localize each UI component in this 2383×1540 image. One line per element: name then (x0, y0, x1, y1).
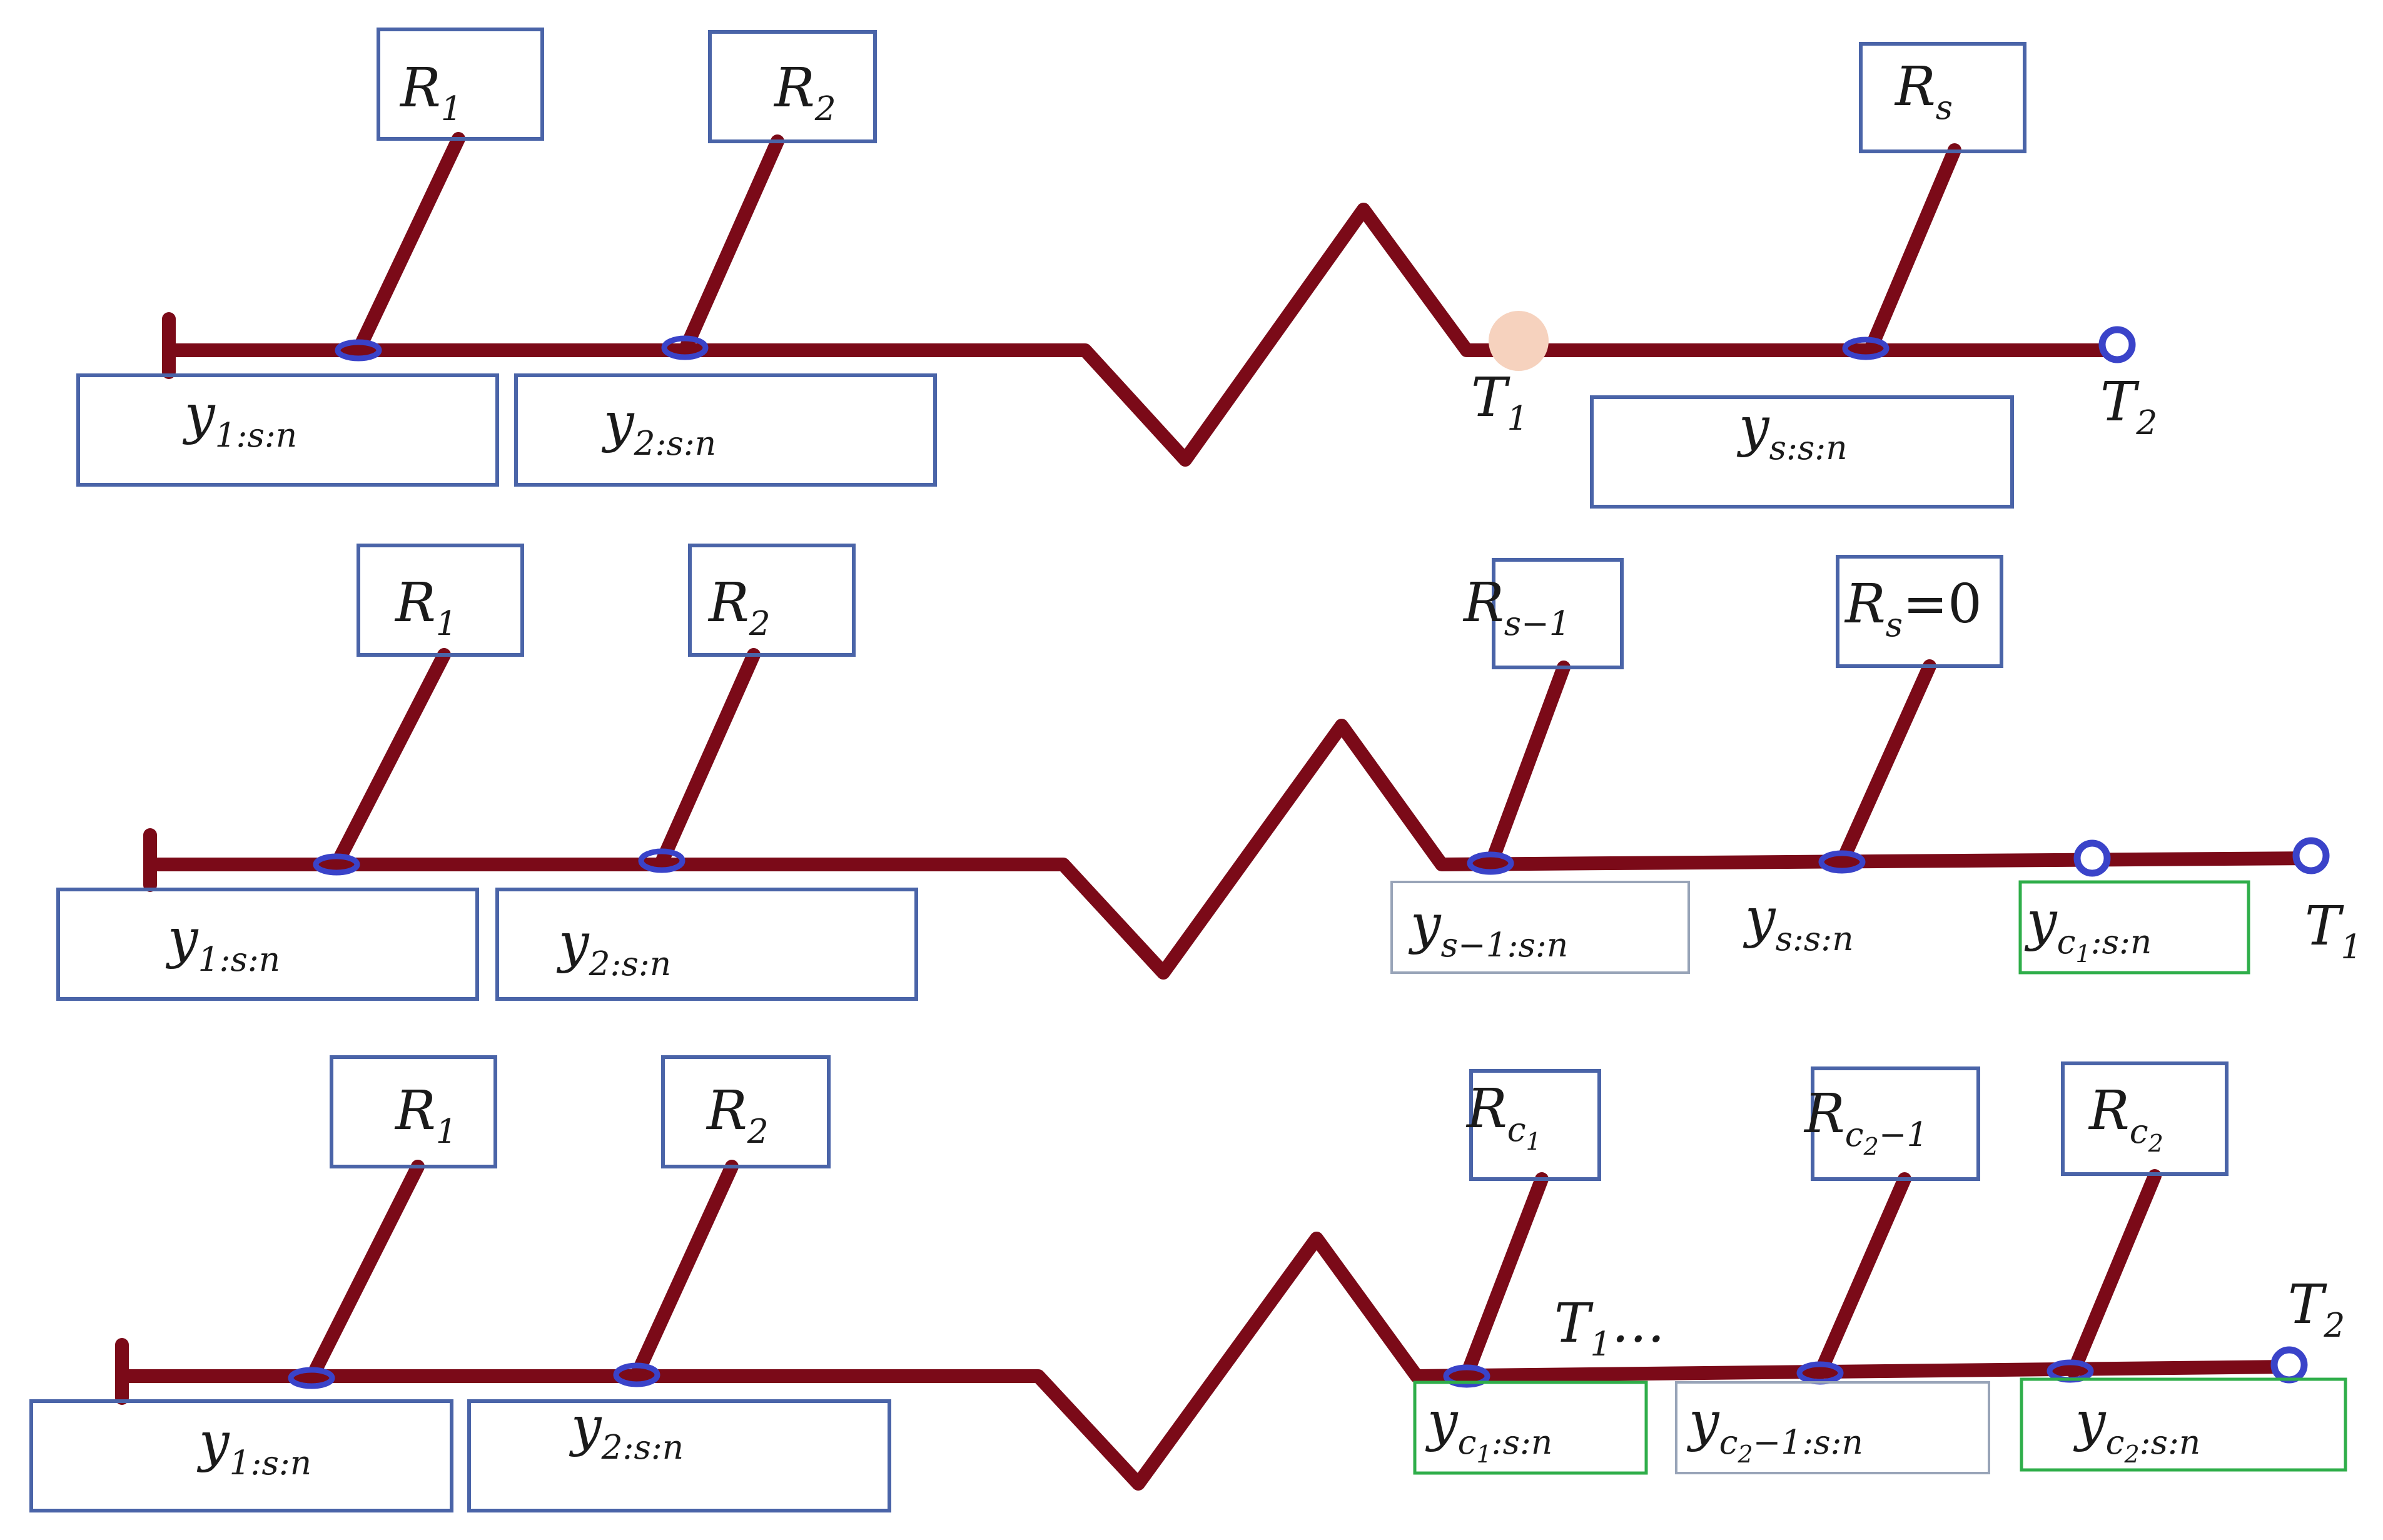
row-2-failure-node-s (1818, 850, 1866, 874)
row-3-lines (115, 1160, 2296, 1491)
row-3-rc1-box (1469, 1069, 1601, 1181)
row-2-r2-label: R2 (707, 572, 771, 643)
row-2-scheme: R1 R2 Rs−1 Rs=0 y1:s:n y2:s:n ys−1:s:n y… (56, 544, 2362, 1001)
row-3-r1-box (330, 1055, 497, 1168)
row-3-yc2-label: yc2:s:n (2073, 1391, 2200, 1468)
row-2-y2-label: y2:s:n (556, 912, 671, 983)
row-3-yc2-box (2020, 1377, 2347, 1472)
row-3-failure-node-1 (288, 1367, 335, 1389)
row-2-branch-rs (1835, 659, 1936, 869)
row-1-t1-label: T1 (1471, 367, 1528, 438)
row-1-r1-label: R1 (399, 57, 462, 128)
row-2-branch-r1 (330, 648, 451, 871)
row-1-t1-node (1489, 311, 1549, 371)
row-1-y1-label: y1:s:n (182, 383, 297, 455)
row-3-failure-node-c1 (1443, 1364, 1490, 1388)
row-1-ys-label: ys:s:n (1736, 396, 1848, 467)
row-1-branch-r2 (678, 134, 784, 357)
row-3-timeline (115, 1232, 2296, 1491)
row-3-y2-box (467, 1399, 891, 1512)
row-3-y2-label: y2:s:n (569, 1396, 684, 1467)
row-2-rs-label: Rs=0 (1844, 573, 1982, 644)
row-1-scheme: R1 R2 Rs y1:s:n y2:s:n ys:s:n T1 T2 (76, 28, 2157, 509)
row-3-scheme: R1 R2 Rc1 Rc2−1 Rc2 y1:s:n y2:s:n yc1:s:… (29, 1055, 2347, 1512)
row-3-rc2-minus-1-label: Rc2−1 (1803, 1083, 1928, 1160)
row-1-timeline (162, 203, 2124, 467)
row-2-timeline (143, 719, 2318, 980)
row-1-branch-rs (1863, 143, 1961, 357)
row-2-t1-label: T1 (2305, 895, 2362, 966)
row-1-r2-label: R2 (773, 57, 836, 128)
row-1-y2-label: y2:s:n (601, 392, 716, 463)
row-3-yc1-box (1413, 1380, 1648, 1475)
row-1-t2-label: T2 (2100, 371, 2157, 442)
row-3-yc2-minus-1-box (1675, 1381, 1990, 1474)
row-3-y1-box (29, 1399, 453, 1512)
row-2-lines (143, 648, 2318, 980)
row-1-failure-node-1 (335, 339, 382, 362)
row-3-branch-rc2 (2067, 1169, 2162, 1379)
row-2-rs-minus-1-label: Rs−1 (1462, 572, 1571, 643)
row-1-rs-label: Rs (1894, 56, 1953, 127)
row-2-rs-box (1836, 555, 2003, 668)
row-2-r1-box (357, 544, 524, 657)
row-3-branch-rc1 (1460, 1172, 1549, 1382)
row-2-t1-node (2292, 837, 2330, 874)
row-3-r1-label: R1 (394, 1080, 457, 1151)
row-3-failure-node-2 (613, 1362, 660, 1387)
row-2-r1-label: R1 (394, 572, 457, 643)
row-3-yc2-minus-1-label: yc2−1:s:n (1686, 1391, 1863, 1468)
row-1-t2-node (2098, 326, 2136, 363)
row-2-failure-node-s-minus-1 (1467, 851, 1514, 875)
row-3-r2-label: R2 (706, 1080, 769, 1151)
row-1-branch-r1 (352, 132, 465, 357)
row-3-branch-r1 (305, 1160, 425, 1385)
row-3-r2-box (661, 1055, 831, 1168)
row-2-r2-box (688, 544, 856, 657)
row-1-failure-node-s (1842, 337, 1890, 360)
row-3-branch-rc2-minus-1 (1813, 1172, 1911, 1380)
row-1-r1-box (377, 28, 544, 141)
row-1-y2-box (514, 373, 937, 487)
row-3-rc2-box (2061, 1061, 2229, 1176)
row-2-ys-label: ys:s:n (1743, 887, 1854, 958)
row-3-rc2-label: Rc2 (2088, 1080, 2163, 1157)
row-2-y1-label: y1:s:n (165, 908, 280, 979)
row-3-yc1-label: yc1:s:n (1425, 1391, 1552, 1468)
row-3-rc2-minus-1-box (1811, 1066, 1980, 1181)
row-2-rs-minus-1-box (1492, 558, 1624, 669)
row-2-branch-rs-minus-1 (1485, 661, 1571, 869)
row-3-rc1-label: Rc1 (1465, 1078, 1541, 1155)
row-2-branch-r2 (655, 648, 761, 869)
row-2-yc1-node (2073, 839, 2111, 877)
row-3-y1-label: y1:s:n (196, 1411, 311, 1482)
row-2-y1-box (56, 888, 479, 1001)
row-3-t2-label: T2 (2288, 1274, 2345, 1345)
row-2-failure-node-2 (638, 848, 686, 873)
row-1-lines (162, 132, 2124, 467)
row-2-y2-box (495, 888, 918, 1001)
row-1-r2-box (708, 30, 877, 143)
row-2-yc1-label: yc1:s:n (2024, 890, 2152, 968)
row-3-t1-label: T1… (1554, 1292, 1665, 1364)
row-2-ys-minus-1-label: ys−1:s:n (1408, 893, 1568, 965)
row-1-rs-box (1859, 42, 2026, 153)
row-1-y1-box (76, 373, 499, 487)
row-3-t2-node (2270, 1346, 2308, 1384)
row-2-yc1-box (2018, 880, 2250, 975)
row-1-ys-box (1590, 395, 2014, 509)
row-2-ys-minus-1-box (1390, 881, 1690, 974)
row-3-branch-r2 (630, 1160, 739, 1382)
row-2-failure-node-1 (313, 853, 360, 876)
row-1-failure-node-2 (661, 335, 709, 360)
